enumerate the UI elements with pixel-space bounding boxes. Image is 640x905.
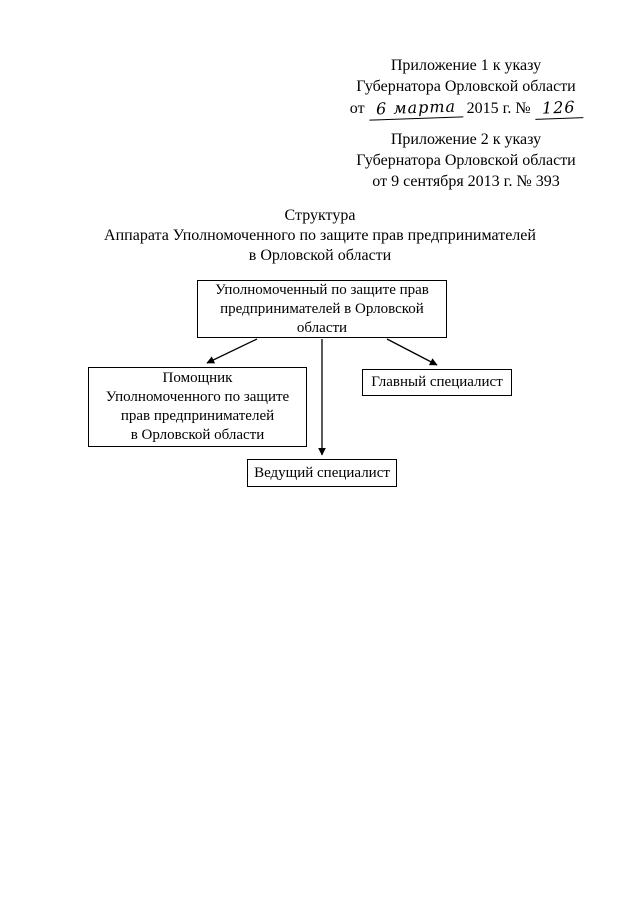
- org-node-leading-specialist: Ведущий специалист: [247, 459, 397, 487]
- handwritten-number: 126: [534, 96, 583, 120]
- org-node-commissioner-line-2: предпринимателей в Орловской: [220, 300, 424, 317]
- appendix-2-line-3: от 9 сентября 2013 г. № 393: [372, 173, 560, 190]
- connector-root-to-assistant: [206, 338, 258, 364]
- date-middle: 2015 г. №: [466, 100, 531, 117]
- appendix-2-line-2: Губернатора Орловской области: [356, 152, 576, 169]
- org-node-commissioner: Уполномоченный по защите прав предприним…: [197, 280, 447, 338]
- org-node-commissioner-line-3: области: [296, 319, 348, 336]
- org-node-commissioner-line-1: Уполномоченный по защите прав: [215, 281, 429, 298]
- org-node-leading-specialist-label: Ведущий специалист: [254, 464, 390, 481]
- title-line-2: Аппарата Уполномоченного по защите прав …: [104, 227, 536, 244]
- title-line-3: в Орловской области: [248, 247, 392, 264]
- org-node-assistant: Помощник Уполномоченного по защите прав …: [88, 367, 307, 447]
- org-node-assistant-line-2: Уполномоченного по защите: [105, 389, 290, 405]
- appendix-1-line-1: Приложение 1 к указу: [390, 57, 542, 74]
- appendix-1-block: Приложение 1 к указу Губернатора Орловск…: [348, 55, 584, 121]
- org-node-chief-specialist-label: Главный специалист: [371, 374, 503, 390]
- org-node-assistant-line-4: в Орловской области: [130, 427, 265, 443]
- org-node-assistant-line-1: Помощник: [162, 370, 233, 386]
- appendix-2-line-1: Приложение 2 к указу: [390, 131, 542, 148]
- org-node-chief-specialist: Главный специалист: [362, 369, 512, 396]
- appendix-1-line-2: Губернатора Орловской области: [356, 78, 576, 95]
- appendix-2-block: Приложение 2 к указу Губернатора Орловск…: [348, 129, 584, 192]
- title-line-1: Структура: [284, 207, 356, 224]
- date-prefix: от: [349, 100, 365, 117]
- handwritten-date: 6 марта: [368, 95, 463, 121]
- appendix-1-date-line: от 6 марта 2015 г. № 126: [348, 95, 584, 121]
- document-title: Структура Аппарата Уполномоченного по за…: [0, 206, 640, 266]
- org-node-assistant-line-3: прав предпринимателей: [120, 408, 275, 424]
- connector-root-to-chief: [386, 338, 438, 366]
